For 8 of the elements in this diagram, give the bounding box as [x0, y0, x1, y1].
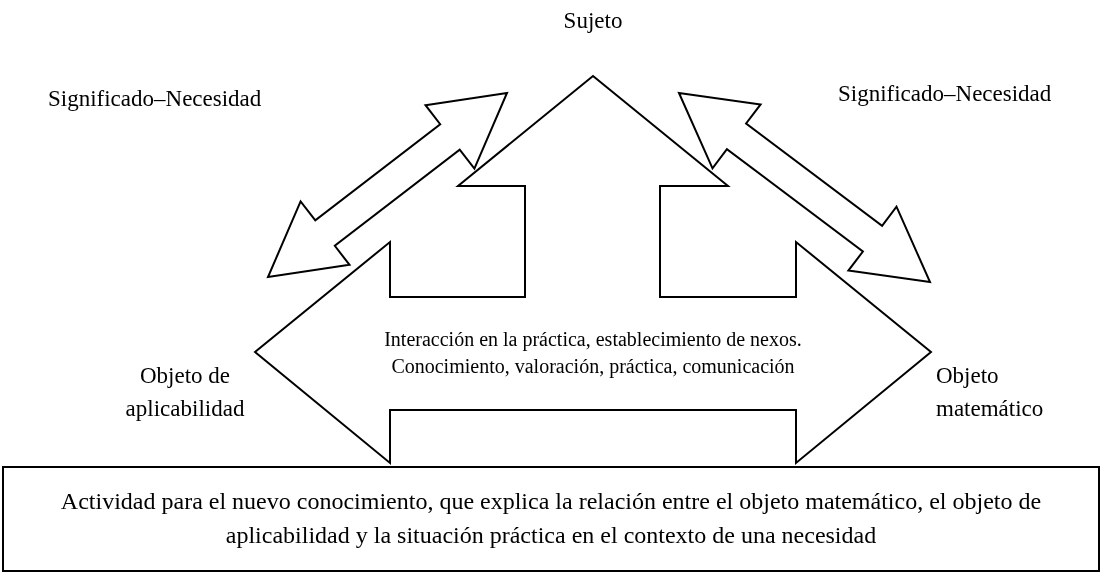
text-box	[2, 466, 1100, 572]
node-text: Interacción en la práctica, establecimiento de nexos. Conocimiento, valoración, práctica, comunicación	[383, 327, 803, 380]
double-block-arrow	[266, 91, 509, 279]
node-text: Objeto de aplicabilidad	[124, 361, 246, 423]
node-text: Sujeto	[563, 7, 623, 35]
node-text: Objeto matemático	[936, 361, 1045, 423]
node-text: Actividad para el nuevo conocimiento, que explica la relación entre el objeto matemático, el objeto de aplicabilidad y la situación práctica en el contexto de una necesidad	[59, 487, 1043, 550]
double-block-arrow	[677, 91, 932, 284]
